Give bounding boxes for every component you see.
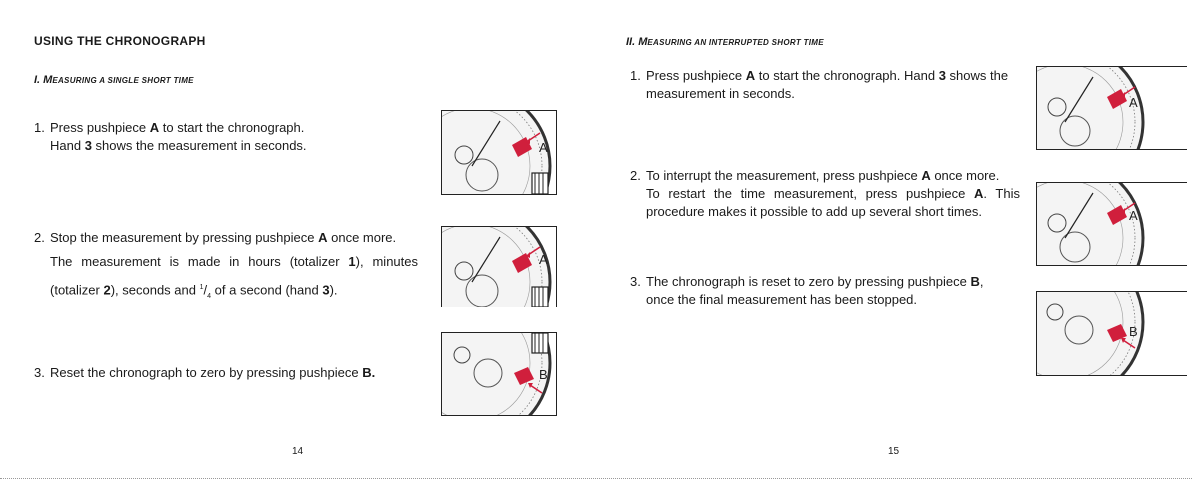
pushpiece-label: B [1129,324,1138,339]
step-number: 1. [630,68,641,83]
section-title: II. MEASURING AN INTERRUPTED SHORT TIME [626,36,824,48]
watch-illustration: A [1036,182,1187,266]
step-1: 1. Press pushpiece A to start the chrono… [34,119,434,159]
pushpiece-label: B [539,367,548,382]
step-number: 3. [630,274,641,289]
section-initial: M [43,74,53,86]
step-line: The chronograph is reset to zero by pres… [646,274,984,289]
step-number: 1. [34,120,45,135]
watch-illustration: A [441,110,557,195]
step-number: 2. [630,168,641,183]
left-page: USING THE CHRONOGRAPH I. MEASURING A SIN… [34,34,557,457]
watch-illustration: A [441,226,557,307]
step-3: 3. Reset the chronograph to zero by pres… [34,364,414,384]
step-number: 3. [34,365,45,380]
step-3: 3. The chronograph is reset to zero by p… [630,273,1020,313]
hand-key: 3 [84,138,92,153]
step-line: Hand 3 shows the measurement in seconds. [50,138,307,153]
section-title: I. MEASURING A SINGLE SHORT TIME [34,74,194,86]
pushpiece-key: A [149,120,160,135]
step-line: measurement in seconds. [646,86,795,101]
step-line: Press pushpiece A to start the chronogra… [50,120,305,135]
section-rest: EASURING A SINGLE SHORT TIME [52,76,194,85]
step-number: 2. [34,230,45,245]
step-line: Reset the chronograph to zero by pressin… [50,365,376,380]
step-1: 1. Press pushpiece A to start the chrono… [630,67,1020,107]
watch-illustration: A [1036,66,1187,150]
right-page: II. MEASURING AN INTERRUPTED SHORT TIME … [596,0,1192,483]
page-heading: USING THE CHRONOGRAPH [34,34,206,48]
page-number: 15 [888,446,900,457]
pushpiece-label: A [539,252,548,267]
step-line: procedure makes it possible to add up se… [646,204,983,219]
step-line: To restart the time measurement, press p… [646,186,1020,201]
page-number: 14 [292,446,304,457]
watch-illustration: B [441,332,557,416]
pushpiece-label: A [1129,208,1138,223]
section-roman: I. [34,74,44,86]
step-line: Stop the measurement by pressing pushpie… [50,230,397,245]
pushpiece-label: A [539,140,548,155]
pushpiece-label: A [1129,95,1138,110]
step-2: 2. Stop the measurement by pressing push… [34,229,418,300]
step-line: (totalizer 2), seconds and 1/4 of a seco… [50,282,338,300]
step-2: 2. To interrupt the measurement, press p… [630,167,1020,223]
step-line: once the final measurement has been stop… [646,292,918,307]
step-line: The measurement is made in hours (totali… [50,254,418,269]
step-line: Press pushpiece A to start the chronogra… [646,68,1009,83]
watch-illustration: B [1036,291,1187,376]
step-line: To interrupt the measurement, press push… [646,168,1000,183]
page-bottom-rule [0,478,1192,479]
